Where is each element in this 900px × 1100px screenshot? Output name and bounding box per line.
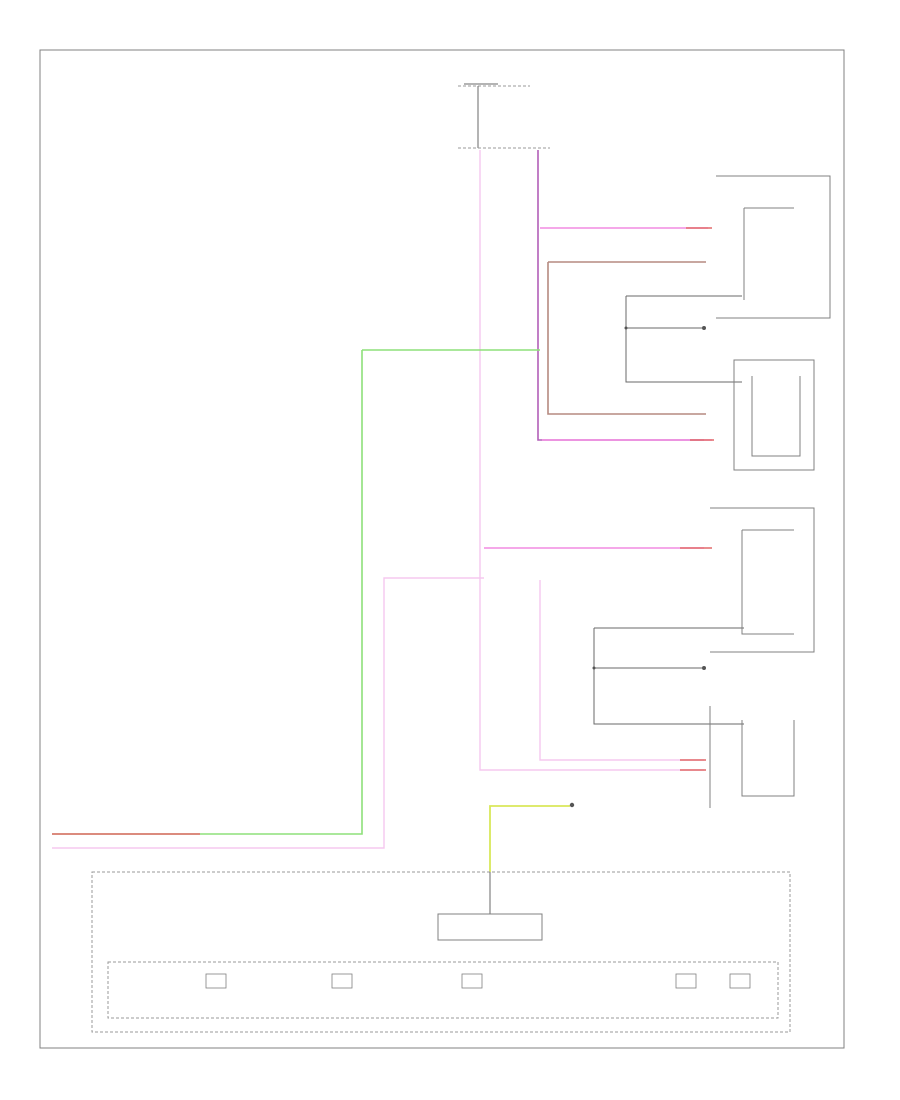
red-wire-lower [680,759,706,771]
ground-wire-b [593,627,744,725]
indicator-icon-3 [461,973,483,989]
indicator-icon-5 [729,973,751,989]
indicator-icon-2 [331,973,353,989]
ground-wire-a [625,295,742,383]
light-pink-wire [52,577,484,849]
indicator-icon-4 [675,973,697,989]
top-switch [458,83,550,149]
module-c [710,507,815,653]
main-trunk-wire [479,150,704,771]
bottom-controller [91,871,791,1033]
brown-wire [547,261,706,415]
green-wire [52,349,540,835]
module-d [709,706,795,808]
violet-trunk-wire [537,150,704,441]
indicator-icon-1 [205,973,227,989]
module-a [716,175,831,319]
diagram-frame [39,49,845,1049]
module-b [733,359,815,471]
pink-wire-lower [539,580,704,761]
yellow-green-wire [489,805,570,872]
